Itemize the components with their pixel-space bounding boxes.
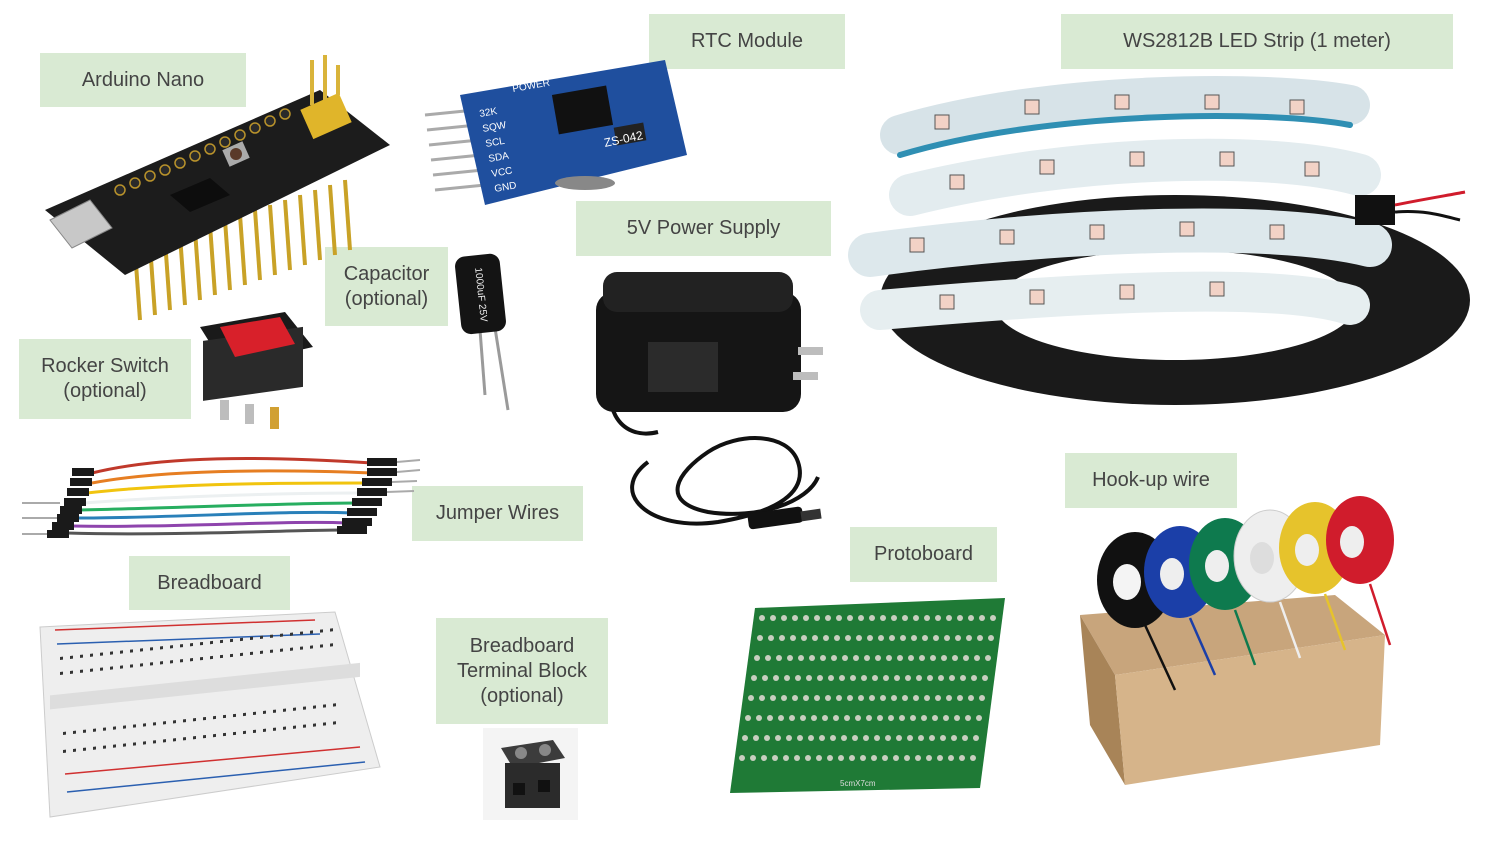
wire-leads [1143, 583, 1392, 691]
usb-c-connector [49, 199, 113, 249]
label-terminal-block: Breadboard Terminal Block (optional) [436, 618, 608, 724]
wire-spools [1097, 496, 1394, 628]
protoboard-size-text: 5cmX7cm [840, 779, 876, 788]
breadboard-image [39, 611, 381, 818]
protoboard-image: 5cmX7cm [730, 598, 1005, 793]
label-rocker-switch: Rocker Switch (optional) [19, 339, 191, 419]
capacitor-image: 1000uF 25V [455, 253, 510, 411]
svg-text:SCL: SCL [485, 136, 506, 150]
label-breadboard: Breadboard [129, 556, 290, 610]
svg-text:SDA: SDA [488, 150, 510, 164]
arduino-nano-image [45, 55, 390, 321]
switch-terminals [220, 400, 279, 429]
jumper-pins [22, 459, 421, 535]
breadboard-power-rails [54, 619, 366, 793]
breadboard-body [39, 611, 381, 818]
led-connector [1355, 190, 1466, 225]
rtc-chip [551, 85, 614, 135]
switch-rocker [220, 317, 295, 357]
terminal-block-image [483, 728, 578, 820]
svg-text:GND: GND [494, 180, 518, 195]
capacitor-body [455, 253, 506, 335]
hookup-wire-image [1080, 496, 1394, 785]
label-capacitor: Capacitor (optional) [325, 247, 448, 326]
label-hookup-wire: Hook-up wire [1065, 453, 1237, 508]
jumper-ends-left [47, 468, 94, 538]
svg-text:SQW: SQW [482, 120, 508, 135]
rtc-module-image: POWER ZS-042 32K SQW SCL SDA VCC GND [424, 60, 687, 205]
jumper-wires-image [22, 457, 421, 538]
power-supply-image [596, 272, 823, 530]
rtc-pin-labels: 32K SQW SCL SDA VCC GND [479, 106, 518, 195]
nano-pcb [45, 90, 390, 275]
svg-text:VCC: VCC [491, 165, 514, 180]
rtc-pcb [460, 60, 687, 205]
label-jumper-wires: Jumper Wires [412, 486, 583, 541]
protoboard-pads [739, 615, 996, 761]
nano-chip [170, 178, 230, 212]
dc-barrel-plug [747, 506, 822, 530]
breadboard-holes [60, 628, 336, 753]
rocker-switch-image [200, 312, 313, 429]
led-strip-image [848, 76, 1470, 405]
label-led-strip: WS2812B LED Strip (1 meter) [1061, 14, 1453, 69]
nano-top-pins [300, 55, 352, 140]
label-power-supply: 5V Power Supply [576, 201, 831, 256]
protoboard-pcb [730, 598, 1005, 793]
led-pixels [909, 94, 1320, 310]
jumper-ends-right [337, 458, 397, 534]
power-cable [630, 436, 820, 526]
svg-text:32K: 32K [479, 106, 499, 120]
label-rtc-module: RTC Module [649, 14, 845, 69]
power-prongs [793, 347, 823, 380]
breadboard-channel [50, 662, 360, 710]
jumper-wire-bundle [66, 457, 373, 536]
label-protoboard: Protoboard [850, 527, 997, 582]
label-arduino-nano: Arduino Nano [40, 53, 246, 107]
